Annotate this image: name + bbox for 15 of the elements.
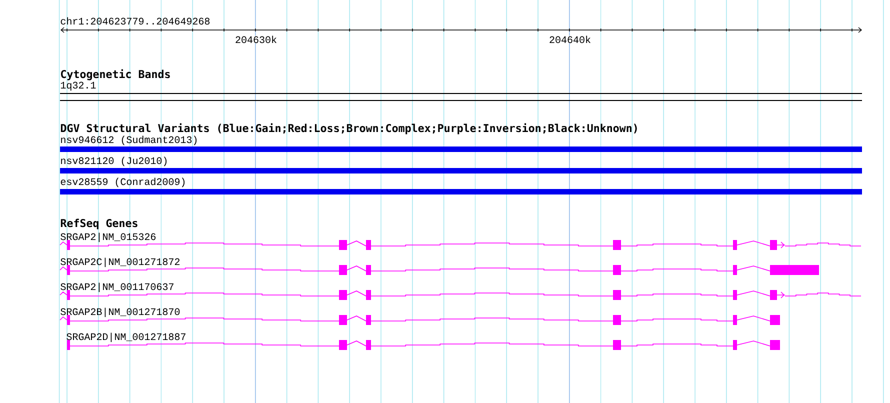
gene-label: SRGAP2B|NM_001271870 [60, 308, 180, 318]
feature-label: esv28559 (Conrad2009) [60, 178, 185, 188]
gene-label: SRGAP2D|NM_001271887 [66, 332, 186, 342]
region-label: chr1:204623779..204649268 [60, 17, 210, 25]
tick-label: 204630k [235, 36, 278, 44]
track-title: Cytogenetic Bands [61, 69, 170, 80]
track-title: DGV Structural Variants (Blue:Gain;Red:Loss;Brown:Complex;Purple:Inversion;Black:Unknown) [60, 123, 637, 134]
gene-label: SRGAP2C|NM_001271872 [60, 258, 180, 268]
track-title: RefSeq Genes [60, 218, 138, 230]
feature-label: nsv946612 (Sudmant2013) [61, 136, 197, 146]
tick-label: 204640k [549, 36, 591, 44]
gene-label: SRGAP2|NM_001170637 [60, 282, 174, 292]
band-label: 1q32.1 [60, 82, 96, 91]
feature-label: nsv821120 (Ju2010) [61, 156, 167, 166]
gene-label: SRGAP2|NM_015326 [60, 232, 156, 242]
